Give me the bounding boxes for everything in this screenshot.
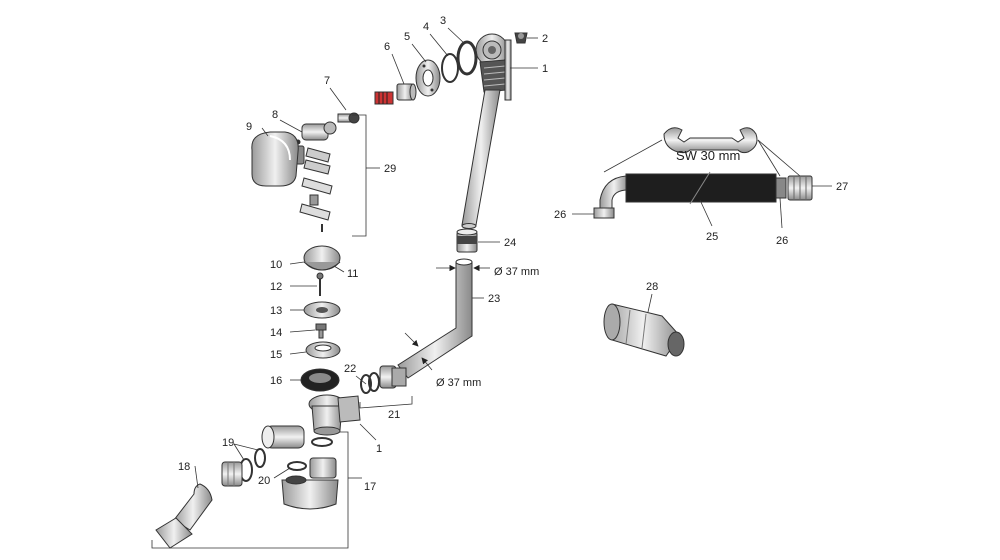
label-part-6: 6 — [384, 41, 390, 53]
hose-fitting-part-26 — [775, 177, 787, 199]
wrench-icon — [663, 127, 758, 154]
label-part-21: 21 — [388, 409, 400, 421]
label-part-7: 7 — [324, 75, 330, 87]
label-part-1-bottom: 1 — [376, 443, 382, 455]
seal-part-16 — [300, 368, 340, 392]
label-part-4: 4 — [423, 21, 429, 33]
handle-cap-part-9 — [251, 131, 299, 187]
label-part-9: 9 — [246, 121, 252, 133]
label-part-10: 10 — [270, 259, 282, 271]
label-part-26-right: 26 — [776, 235, 788, 247]
trap-part-17 — [261, 425, 339, 510]
flange-part-15 — [305, 341, 341, 359]
waste-body-part-1 — [308, 394, 361, 436]
hose-elbow-part-26 — [593, 175, 629, 219]
label-part-26-left: 26 — [554, 209, 566, 221]
label-part-11: 11 — [347, 268, 358, 280]
rosette-part-5 — [415, 59, 441, 97]
union-nut-part-21 — [379, 365, 407, 389]
label-part-12: 12 — [270, 281, 282, 293]
label-part-25: 25 — [706, 231, 718, 243]
screw-part-2 — [514, 32, 528, 44]
label-part-16: 16 — [270, 375, 282, 387]
label-part-5: 5 — [404, 31, 410, 43]
cartridge-part-28 — [603, 303, 685, 357]
label-part-13: 13 — [270, 305, 282, 317]
overflow-tube — [461, 89, 501, 229]
label-part-2: 2 — [542, 33, 548, 45]
label-part-8: 8 — [272, 109, 278, 121]
leader-lines — [194, 27, 832, 489]
label-part-14: 14 — [270, 327, 282, 339]
label-diameter-lower: Ø 37 mm — [436, 377, 481, 389]
label-diameter-upper: Ø 37 mm — [494, 266, 539, 278]
drain-pipe-part-23 — [397, 258, 473, 379]
linkage-part-29 — [299, 147, 333, 232]
label-part-19: 19 — [222, 437, 234, 449]
strainer-part-13 — [303, 301, 341, 319]
label-part-20: 20 — [258, 475, 270, 487]
label-part-3: 3 — [440, 15, 446, 27]
label-part-22: 22 — [344, 363, 356, 375]
label-part-24: 24 — [504, 237, 516, 249]
screw-part-14 — [315, 323, 327, 339]
oring-part-22 — [360, 372, 380, 394]
label-part-15: 15 — [270, 349, 282, 361]
threaded-sleeve — [374, 91, 394, 105]
coupling-part-24 — [456, 228, 478, 253]
label-part-1-top: 1 — [542, 63, 548, 75]
union-nut-part-20 — [221, 461, 243, 487]
overflow-head-part-1 — [475, 33, 512, 101]
label-part-17: 17 — [364, 481, 376, 493]
bend-pipe-part-18 — [155, 483, 213, 549]
label-wrench-size: SW 30 mm — [676, 148, 740, 163]
plug-cap-part-10 — [303, 245, 341, 271]
label-part-28: 28 — [646, 281, 658, 293]
pin-part-12 — [316, 272, 324, 296]
label-part-18: 18 — [178, 461, 190, 473]
hose-connector-part-27 — [787, 175, 813, 201]
label-part-23: 23 — [488, 293, 500, 305]
nut-part-6 — [396, 83, 417, 101]
hose-part-25 — [625, 171, 777, 205]
oring-part-4 — [441, 53, 459, 83]
label-part-27: 27 — [836, 181, 848, 193]
label-part-29: 29 — [384, 163, 396, 175]
spindle-part-7 — [337, 112, 360, 124]
gasket-part-3 — [456, 40, 478, 76]
